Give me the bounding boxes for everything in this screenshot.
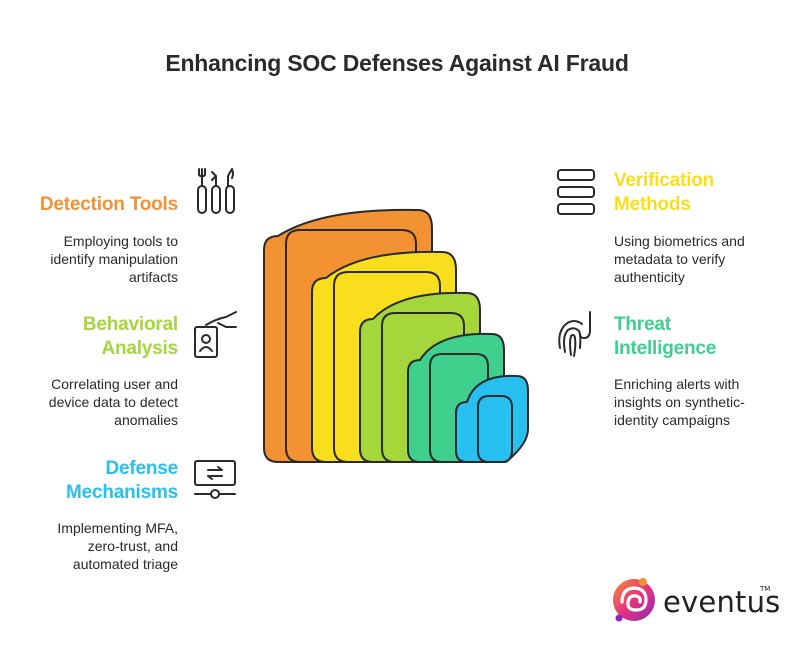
- heading-line: Analysis: [101, 338, 178, 359]
- heading-line: Verification: [614, 170, 715, 191]
- page-title: Enhancing SOC Defenses Against AI Fraud: [165, 50, 629, 76]
- heading-line: Methods: [614, 194, 691, 215]
- description-line: authenticity: [614, 269, 685, 285]
- blue-block-face: [477, 395, 513, 463]
- heading-line: Behavioral: [82, 314, 178, 335]
- logo-wordmark: eventus: [663, 585, 781, 619]
- eventus-logo: [613, 578, 655, 622]
- detection-tools-description: Employing tools to identify manipulation…: [10, 232, 178, 286]
- behavioral-analysis-description: Correlating user and device data to dete…: [10, 375, 178, 429]
- fingerprint-hook-icon: [558, 311, 591, 357]
- detection-tools-heading-line: Detection Tools: [39, 194, 178, 215]
- stacked-layers-icon: [557, 169, 595, 215]
- description-line: anomalies: [114, 412, 178, 428]
- description-line: Using biometrics and: [614, 233, 745, 249]
- description-line: insights on synthetic-: [614, 394, 745, 410]
- description-line: device data to detect: [48, 394, 178, 410]
- description-line: identify manipulation: [50, 251, 178, 267]
- description-line: identity campaigns: [614, 412, 730, 428]
- verification-methods-description: Using biometrics and metadata to verify …: [614, 232, 784, 286]
- logo-trademark: TM: [760, 585, 771, 593]
- defense-mechanisms-description: Implementing MFA, zero-trust, and automa…: [10, 519, 178, 573]
- threat-intelligence-description: Enriching alerts with insights on synthe…: [614, 375, 784, 429]
- description-line: Correlating user and: [51, 376, 178, 392]
- defense-mechanisms-heading: Defense Mechanisms: [20, 457, 178, 505]
- blue-block: [455, 374, 529, 463]
- heading-line: Intelligence: [614, 338, 717, 359]
- verification-methods-heading: Verification Methods: [614, 169, 784, 217]
- settings-monitor-icon: [194, 460, 236, 499]
- description-line: Employing tools to: [63, 233, 178, 249]
- id-badge-icon: [194, 311, 237, 358]
- heading-line: Mechanisms: [65, 482, 178, 503]
- detection-tools-heading: Detection Tools: [20, 193, 178, 217]
- description-line: Enriching alerts with: [614, 376, 740, 392]
- description-line: metadata to verify: [614, 251, 726, 267]
- heading-line: Defense: [105, 458, 178, 479]
- description-line: automated triage: [72, 556, 178, 572]
- threat-intelligence-heading: Threat Intelligence: [614, 313, 784, 361]
- description-line: zero-trust, and: [87, 538, 178, 554]
- behavioral-analysis-heading: Behavioral Analysis: [20, 313, 178, 361]
- heading-line: Threat: [614, 314, 671, 335]
- tools-icon: [197, 168, 235, 214]
- description-line: Implementing MFA,: [57, 520, 178, 536]
- description-line: artifacts: [128, 269, 178, 285]
